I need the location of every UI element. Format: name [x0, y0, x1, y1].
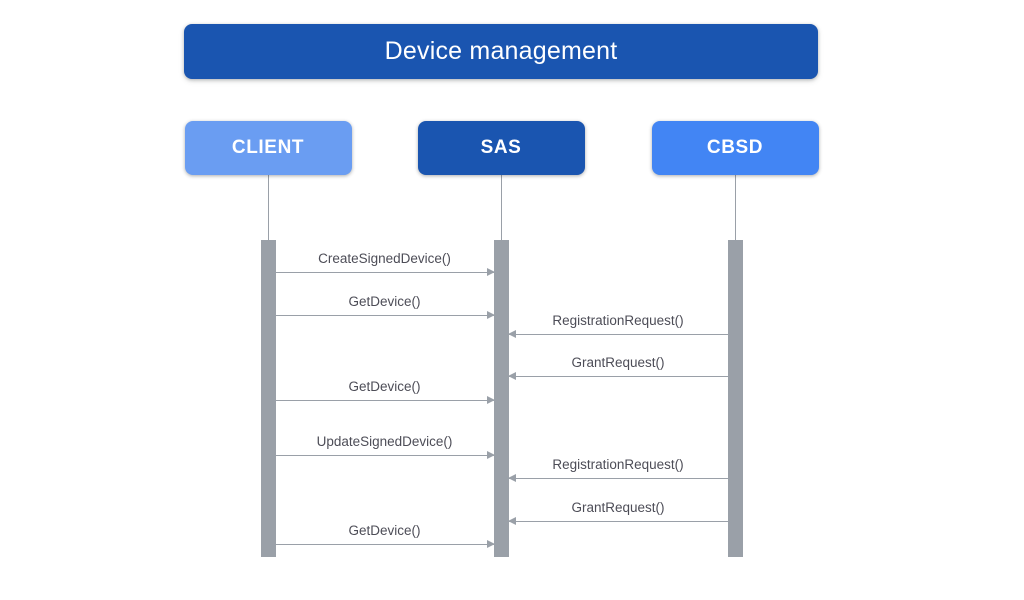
- message-5: GetDevice(): [275, 379, 495, 404]
- arrowhead-right-icon: [486, 268, 495, 276]
- activation-bar-client: [260, 240, 276, 557]
- participant-sas[interactable]: SAS: [417, 121, 585, 175]
- activation-bar-cbsd: [727, 240, 743, 557]
- message-line: [508, 376, 728, 377]
- message-label: RegistrationRequest(): [552, 313, 684, 328]
- message-line: [508, 521, 728, 522]
- message-3: RegistrationRequest(): [507, 313, 728, 338]
- message-line: [275, 272, 494, 273]
- arrowhead-right-icon: [486, 396, 495, 404]
- message-label: CreateSignedDevice(): [318, 251, 451, 266]
- participant-label-client: CLIENT: [231, 137, 305, 158]
- message-label: GrantRequest(): [571, 355, 665, 370]
- message-line: [275, 544, 494, 545]
- participant-client[interactable]: CLIENT: [184, 121, 352, 175]
- message-9: GetDevice(): [275, 523, 495, 548]
- lifeline-cbsd: [735, 175, 736, 240]
- activation-bar-sas: [493, 240, 509, 557]
- message-2: GetDevice(): [275, 294, 495, 319]
- message-4: GrantRequest(): [507, 355, 728, 380]
- message-line: [275, 455, 494, 456]
- arrowhead-right-icon: [486, 311, 495, 319]
- message-label: UpdateSignedDevice(): [316, 434, 453, 449]
- arrowhead-left-icon: [507, 517, 516, 525]
- message-line: [275, 400, 494, 401]
- message-8: GrantRequest(): [507, 500, 728, 525]
- arrowhead-left-icon: [507, 372, 516, 380]
- message-line: [275, 315, 494, 316]
- message-label: RegistrationRequest(): [552, 457, 684, 472]
- message-line: [508, 478, 728, 479]
- message-6: UpdateSignedDevice(): [275, 434, 495, 459]
- arrowhead-right-icon: [486, 540, 495, 548]
- participant-label-cbsd: CBSD: [706, 137, 764, 158]
- participant-label-sas: SAS: [480, 137, 522, 158]
- message-1: CreateSignedDevice(): [275, 251, 495, 276]
- arrowhead-left-icon: [507, 330, 516, 338]
- participant-cbsd[interactable]: CBSD: [651, 121, 819, 175]
- message-label: GrantRequest(): [571, 500, 665, 515]
- message-label: GetDevice(): [348, 379, 421, 394]
- arrowhead-left-icon: [507, 474, 516, 482]
- lifeline-client: [268, 175, 269, 240]
- page-title: Device management: [384, 37, 618, 65]
- message-label: GetDevice(): [348, 294, 421, 309]
- message-7: RegistrationRequest(): [507, 457, 728, 482]
- diagram-title-bar: Device management: [184, 24, 818, 79]
- arrowhead-right-icon: [486, 451, 495, 459]
- message-label: GetDevice(): [348, 523, 421, 538]
- lifeline-sas: [501, 175, 502, 240]
- message-line: [508, 334, 728, 335]
